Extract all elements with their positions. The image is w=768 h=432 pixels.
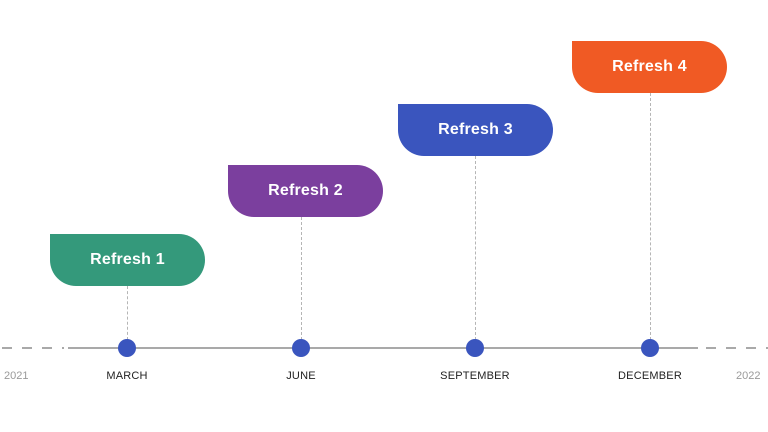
year-label-end: 2022 [736,370,761,382]
milestone-4-dot [641,339,659,357]
milestone-3-pill: Refresh 3 [398,104,553,156]
milestone-1-connector [127,286,128,340]
milestone-1-dot [118,339,136,357]
timeline-axis [68,347,698,349]
milestone-4-pill: Refresh 4 [572,41,727,93]
milestone-1-month: MARCH [106,370,148,382]
milestone-4-month: DECEMBER [618,370,682,382]
timeline-axis-dashed-end [706,347,768,349]
milestone-3-month: SEPTEMBER [440,370,510,382]
milestone-3-connector [475,156,476,340]
milestone-4-connector [650,93,651,340]
timeline-axis-dashed-start [2,347,64,349]
milestone-2-connector [301,217,302,340]
milestone-3-dot [466,339,484,357]
milestone-2-dot [292,339,310,357]
milestone-2-month: JUNE [286,370,316,382]
milestone-1-pill: Refresh 1 [50,234,205,286]
milestone-2-pill: Refresh 2 [228,165,383,217]
year-label-start: 2021 [4,370,29,382]
